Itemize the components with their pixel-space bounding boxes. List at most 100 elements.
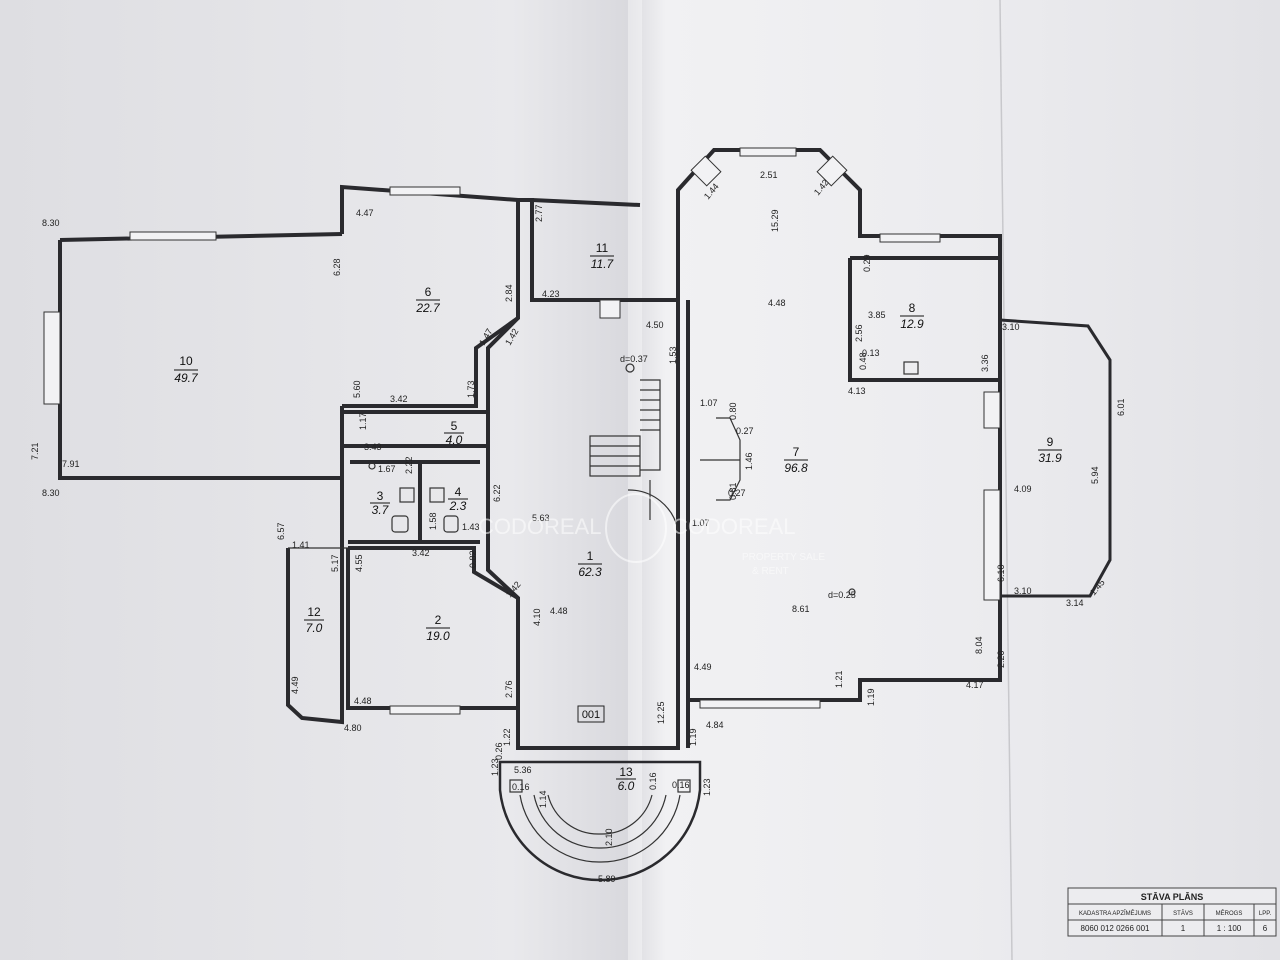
title-block-stavs-header: STĀVS — [1173, 910, 1193, 917]
dim: 2.56 — [854, 324, 864, 342]
dim: 0.16 — [672, 780, 690, 790]
room-3-number: 3 — [377, 489, 384, 503]
dim: 5.63 — [532, 513, 550, 523]
room-12-number: 12 — [307, 605, 321, 619]
dim: 8.30 — [42, 488, 60, 498]
watermark-tagline-1: PROPERTY SALE — [742, 552, 825, 563]
dim: 1.17 — [358, 412, 368, 430]
room-labels: 10 49.7 6 22.7 11 11.7 5 4.0 3 3.7 4 2.3… — [174, 241, 1062, 793]
dim: 3.10 — [1002, 322, 1020, 332]
room-4-area: 2.3 — [449, 499, 467, 513]
stair-label: 001 — [582, 709, 600, 721]
dim: 3.36 — [980, 354, 990, 372]
dim: 1.23 — [490, 758, 500, 776]
dim: 6.28 — [332, 258, 342, 276]
dim: 3.14 — [1066, 598, 1084, 608]
dim: 4.84 — [706, 720, 724, 730]
dim: 6.22 — [492, 484, 502, 502]
title-block-kadastra-value: 8060 012 0266 001 — [1081, 924, 1151, 933]
dim: 5.89 — [598, 874, 616, 884]
title-block-stavs-value: 1 — [1181, 924, 1186, 933]
dim: 5.94 — [1090, 466, 1100, 484]
dim: 2.77 — [534, 204, 544, 222]
room-7-number: 7 — [793, 445, 800, 459]
dim: 1.58 — [428, 512, 438, 530]
watermark-shield-icon — [605, 493, 667, 563]
dim: 6.10 — [996, 564, 1006, 582]
dim: 8.30 — [42, 218, 60, 228]
dim: 4.09 — [1014, 484, 1032, 494]
sheet-crease — [999, 0, 1013, 960]
dim: 1.22 — [502, 728, 512, 746]
dim: 2.76 — [504, 680, 514, 698]
room-2-area: 19.0 — [426, 629, 450, 643]
title-block-kadastra-header: KADASTRA APZĪMĒJUMS — [1079, 910, 1151, 917]
dim: 12.25 — [656, 701, 666, 724]
dim: 1.23 — [702, 778, 712, 796]
dim: 0.29 — [862, 254, 872, 272]
room-10-number: 10 — [179, 354, 193, 368]
dim: 2.51 — [760, 170, 778, 180]
dim: 4.48 — [354, 696, 372, 706]
dim: 2.10 — [604, 828, 614, 846]
dim: 5.60 — [352, 380, 362, 398]
room7-alcove — [700, 361, 919, 596]
title-block-merogs-value: 1 : 100 — [1217, 924, 1242, 933]
dim: 0.27 — [728, 488, 746, 498]
dim: 7.21 — [30, 442, 40, 460]
room-9-area: 31.9 — [1038, 451, 1062, 465]
room-8-number: 8 — [909, 301, 916, 315]
dim: 1.21 — [834, 670, 844, 688]
title-block: STĀVA PLĀNS KADASTRA APZĪMĒJUMS STĀVS MĒ… — [1067, 887, 1277, 937]
dim: 0.26 — [494, 742, 504, 760]
dim: 5.36 — [514, 765, 532, 775]
dim: 8.04 — [974, 636, 984, 654]
dim: d=0.37 — [620, 354, 648, 364]
title-block-title: STĀVA PLĀNS — [1141, 892, 1204, 902]
room-1-area: 62.3 — [578, 565, 602, 579]
room-13-number: 13 — [619, 765, 633, 779]
windows — [43, 147, 1001, 715]
watermark-tagline-2: & RENT — [752, 566, 789, 577]
dim: 1.07 — [692, 518, 710, 528]
dim: 0.82 — [468, 550, 478, 568]
dim: 1.45 — [1088, 577, 1107, 597]
dim: 3.85 — [868, 310, 886, 320]
dim: 3.43 — [364, 442, 382, 452]
fixtures — [368, 462, 459, 533]
dim: 3.42 — [390, 394, 408, 404]
dim: 4.80 — [344, 723, 362, 733]
dim: 1.73 — [466, 380, 476, 398]
dim: 4.48 — [768, 298, 786, 308]
dim: 1.41 — [292, 540, 310, 550]
dim: 4.55 — [354, 554, 364, 572]
dim: 4.50 — [646, 320, 664, 330]
room-11-area: 11.7 — [591, 257, 615, 271]
room-6-number: 6 — [425, 285, 432, 299]
dim: 3.10 — [1014, 586, 1032, 596]
room-6-area: 22.7 — [415, 301, 441, 315]
dim: 1.19 — [866, 688, 876, 706]
dim: 3.42 — [412, 548, 430, 558]
watermark: CODOREAL CODOREAL PROPERTY SALE & RENT — [478, 493, 825, 577]
dim: 1.43 — [462, 522, 480, 532]
watermark-brand-left: CODOREAL — [478, 514, 601, 539]
dim: 0.27 — [736, 426, 754, 436]
dim: 1.67 — [378, 464, 396, 474]
dim: 0.81 — [728, 482, 738, 500]
dim: 6.57 — [276, 522, 286, 540]
title-block-lpp-header: LPP. — [1259, 911, 1272, 917]
dim: 4.10 — [532, 608, 542, 626]
room-5-number: 5 — [451, 419, 458, 433]
dim: 0.16 — [512, 782, 530, 792]
room-10-area: 49.7 — [174, 371, 199, 385]
dim: 1.53 — [668, 346, 678, 364]
dim: 1.42 — [504, 579, 523, 599]
dim: 4.17 — [966, 680, 984, 690]
dim: 2.20 — [996, 650, 1006, 668]
right-wing-walls — [676, 148, 1112, 748]
room-1-number: 1 — [587, 549, 594, 563]
dim: 1.46 — [744, 452, 754, 470]
